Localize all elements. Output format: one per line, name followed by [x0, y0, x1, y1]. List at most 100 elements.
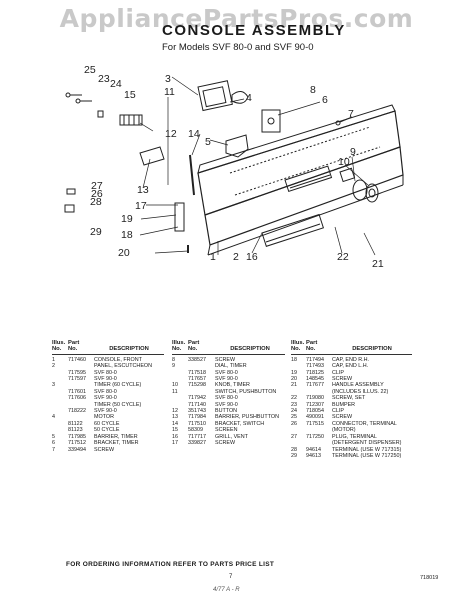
callout-1: 1: [210, 251, 216, 263]
header-part: Part: [306, 340, 318, 346]
header-description: DESCRIPTION: [230, 346, 270, 353]
callout-19: 19: [121, 213, 133, 225]
part-no: 58309: [188, 427, 203, 434]
document-number: 718019: [420, 575, 439, 581]
timer-barrier: [225, 134, 249, 158]
description: SCREEN: [215, 427, 238, 434]
page-subtitle: For Models SVF 80-0 and SVF 90-0: [162, 42, 314, 53]
description: KNOB, TIMER: [215, 382, 250, 389]
callout-7: 7: [348, 108, 354, 120]
part-no: 717518: [188, 369, 206, 376]
part-no: 718125: [306, 369, 324, 376]
illus-no: 28: [291, 446, 297, 453]
callout-17: 17: [135, 200, 147, 212]
part-no: 717677: [306, 382, 324, 389]
callout-11: 11: [164, 86, 175, 98]
description: HANDLE ASSEMBLY: [332, 382, 384, 389]
part-no: 351743: [188, 408, 206, 415]
part-no: 717601: [68, 388, 86, 395]
callout-24: 24: [110, 78, 122, 90]
page-number: 7: [229, 574, 233, 580]
description: BRACKET, SWITCH: [215, 420, 265, 427]
illus-no: 7: [52, 446, 55, 453]
illus-no: 23: [291, 401, 297, 408]
description: CAP, END L.H.: [332, 363, 369, 370]
illus-no: 2: [52, 363, 55, 370]
part-no: 94614: [306, 446, 321, 453]
description: SVF 90-0: [94, 395, 117, 402]
header-no: No.: [188, 346, 198, 353]
part-no: 148545: [306, 376, 324, 383]
callout-8: 8: [310, 84, 316, 96]
callout-12: 12: [165, 128, 177, 140]
description: SVF 80-0: [215, 395, 238, 402]
header-no: No.: [291, 346, 301, 353]
part-no: 81123: [68, 427, 83, 434]
illus-no: 4: [52, 414, 55, 421]
part-no: 717657: [188, 376, 206, 383]
part-no: 94613: [306, 452, 321, 459]
part-no: 717595: [68, 369, 86, 376]
illus-no: 8: [172, 356, 175, 363]
table-row: 21 717677 HANDLE ASSEMBLY: [291, 382, 412, 388]
end-cap: [174, 202, 185, 232]
illus-no: 11: [172, 388, 178, 395]
description: SVF 90-0: [94, 408, 117, 415]
callout-22: 22: [337, 251, 349, 263]
part-no: 717493: [306, 363, 324, 370]
part-no: 719080: [306, 395, 324, 402]
callout-3: 3: [165, 73, 171, 85]
header-no: No.: [172, 346, 182, 353]
header-illus: Illus.: [291, 340, 305, 346]
part-no: 717510: [188, 420, 206, 427]
description: CONSOLE, FRONT: [94, 356, 142, 363]
description: SCREW: [332, 414, 353, 421]
illus-no: 26: [291, 420, 297, 427]
description: CAP, END R.H.: [332, 356, 370, 363]
handle-block: [339, 167, 356, 183]
illus-no: 21: [291, 382, 297, 389]
part-no: 718222: [68, 408, 86, 415]
description: (INCLUDES ILLUS. 22): [332, 388, 389, 395]
callout-2: 2: [233, 251, 239, 263]
part-no: 717140: [188, 401, 206, 408]
part-no: 717984: [188, 414, 206, 421]
callout-23: 23: [98, 73, 110, 85]
callout-25: 25: [84, 64, 96, 76]
callout-6: 6: [322, 94, 328, 106]
description: CLIP: [332, 408, 344, 415]
description: BUTTON: [215, 408, 238, 415]
page-title: CONSOLE ASSEMBLY: [162, 22, 346, 39]
description: TIMER (60 CYCLE): [94, 382, 142, 389]
callout-29: 29: [90, 226, 102, 238]
timer-dial: [352, 179, 368, 201]
part-no: 718054: [306, 408, 324, 415]
illus-no: 16: [172, 433, 178, 440]
description: SCREW: [332, 376, 353, 383]
ordering-note: FOR ORDERING INFORMATION REFER TO PARTS …: [66, 561, 275, 568]
table-row: (INCLUDES ILLUS. 22): [291, 389, 412, 395]
part-no: 717494: [306, 356, 324, 363]
table-row: 717493 CAP, END L.H.: [291, 363, 412, 369]
description: (MOTOR): [332, 427, 356, 434]
illus-no: 3: [52, 382, 55, 389]
